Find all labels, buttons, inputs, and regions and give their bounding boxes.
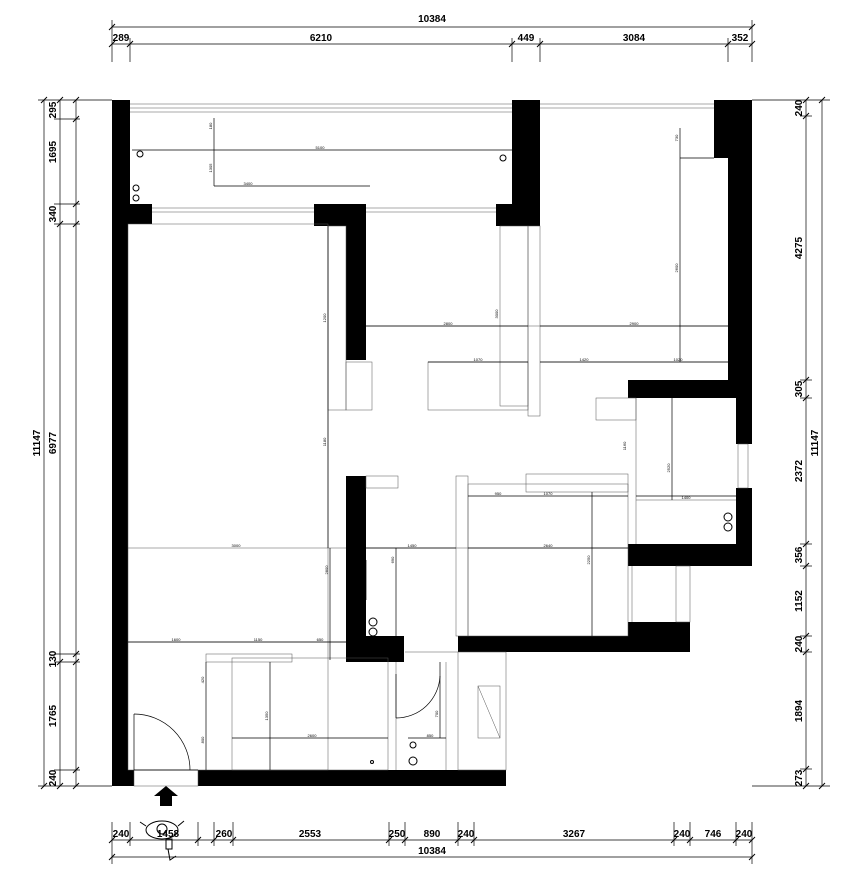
- left-dimension-3: 340: [48, 205, 59, 222]
- bath-width-label: 1160: [622, 441, 627, 450]
- corridor-label-a: 1070: [474, 357, 484, 362]
- balcony-inner-label: 3400: [244, 181, 254, 186]
- top-total-dimension: 10384: [418, 14, 446, 25]
- balcony-small-label: 180: [208, 122, 213, 129]
- bottom-dimension-6: 890: [424, 829, 441, 840]
- corridor-label-b: 1420: [580, 357, 590, 362]
- living-width-label: 3000: [232, 543, 242, 548]
- right-dimension-chain: 240 4275 305 2372 356 1152 240 1894 273 …: [752, 96, 830, 790]
- wall-label-1: 1200: [322, 313, 327, 323]
- bottom-dimension-4: 2553: [299, 829, 322, 840]
- bottom-dimension-1: 240: [113, 829, 130, 840]
- person-figure-icon: [139, 820, 185, 861]
- right-dimension-9: 273: [794, 769, 805, 786]
- door-swings: [133, 674, 441, 771]
- left-dimension-4: 130: [48, 650, 59, 667]
- bottom-dimension-5: 250: [389, 829, 406, 840]
- top-dimension-4: 3084: [623, 33, 646, 44]
- right-dimension-8: 1894: [794, 699, 805, 722]
- toilet-width-label: 2600: [308, 733, 318, 738]
- small-label-d: 700: [434, 710, 439, 717]
- right-dimension-3: 305: [794, 380, 805, 397]
- top-dimension-3: 449: [518, 33, 535, 44]
- small-label-c: 800: [200, 736, 205, 743]
- entry-width-label-3: 650: [317, 637, 324, 642]
- top-dimension-5: 352: [732, 33, 749, 44]
- left-dimension-6: 240: [48, 769, 59, 786]
- interior-dimensions: [128, 118, 736, 770]
- bottom-dimension-chain: 240 1458 260 2553 250 890 240 3267 240 7…: [108, 822, 756, 864]
- left-dimension-2: 1695: [48, 140, 59, 163]
- right-total-dimension: 11147: [810, 429, 821, 456]
- living-vertical-label: 2800: [324, 565, 329, 575]
- left-dimension-chain: 11147 6977 295 1695 340 130 1765 240: [32, 96, 112, 790]
- small-label-b: 420: [200, 676, 205, 683]
- entry-width-label-1: 1600: [172, 637, 182, 642]
- bath-height-label: 2520: [666, 463, 671, 473]
- balcony-depth-label: 1305: [208, 163, 213, 173]
- balcony-width-label: 5100: [316, 145, 326, 150]
- left-sub-dimension: 6977: [48, 431, 59, 454]
- top-dimension-2: 6210: [310, 33, 333, 44]
- room-vertical-label: 2250: [586, 555, 591, 565]
- right-dimension-5: 356: [794, 546, 805, 563]
- bottom-dimension-8: 3267: [563, 829, 586, 840]
- right-dimension-6: 1152: [794, 590, 805, 612]
- hall-label-b: 2900: [630, 321, 640, 326]
- top-dimension-1: 289: [113, 33, 130, 44]
- bottom-total-dimension: 10384: [418, 846, 446, 857]
- bottom-dimension-2: 1458: [157, 829, 180, 840]
- hall-label-c: 3000: [494, 309, 499, 319]
- right-dimension-4: 2372: [794, 459, 805, 482]
- entry-width-label-2: 1150: [254, 637, 263, 642]
- left-dimension-1: 295: [48, 101, 59, 118]
- room-width-label-2: 2640: [544, 543, 554, 548]
- right-dimension-7: 240: [794, 635, 805, 652]
- bottom-dimension-7: 240: [458, 829, 475, 840]
- right-room-height-label: 2600: [674, 263, 679, 273]
- kitchen-label-3: 1400: [682, 495, 692, 500]
- kitchen-label-2: 1070: [544, 491, 554, 496]
- room-width-label-1: 1450: [408, 543, 418, 548]
- hall-label-a: 2800: [444, 321, 454, 326]
- small-label-a: 690: [390, 556, 395, 563]
- bottom-dimension-3: 260: [216, 829, 233, 840]
- wall-label-2: 1180: [322, 437, 327, 446]
- right-dimension-2: 4275: [794, 236, 805, 259]
- corridor-label-c: 1020: [674, 357, 684, 362]
- entrance-arrow-icon: [154, 786, 178, 806]
- fixtures: [132, 150, 733, 766]
- kitchen-label-1: 950: [495, 491, 502, 496]
- right-dimension-1: 240: [794, 99, 805, 116]
- left-dimension-5: 1765: [48, 704, 59, 727]
- walls: [112, 100, 752, 786]
- top-dimension-chain: 10384 289 6210 449 3084 352: [108, 14, 756, 62]
- toilet-vertical-label: 1350: [264, 711, 269, 721]
- bottom-dimension-11: 240: [736, 829, 753, 840]
- right-room-top-label: 730: [674, 134, 679, 141]
- interior-lines: [127, 103, 749, 787]
- left-total-dimension: 11147: [32, 429, 43, 456]
- interior-dimension-labels: 5100 3400 1305 180 2600 730 2800 2900 30…: [172, 122, 692, 743]
- bottom-dimension-9: 240: [674, 829, 691, 840]
- corridor-height-label: 850: [427, 733, 434, 738]
- bottom-dimension-10: 746: [705, 829, 722, 840]
